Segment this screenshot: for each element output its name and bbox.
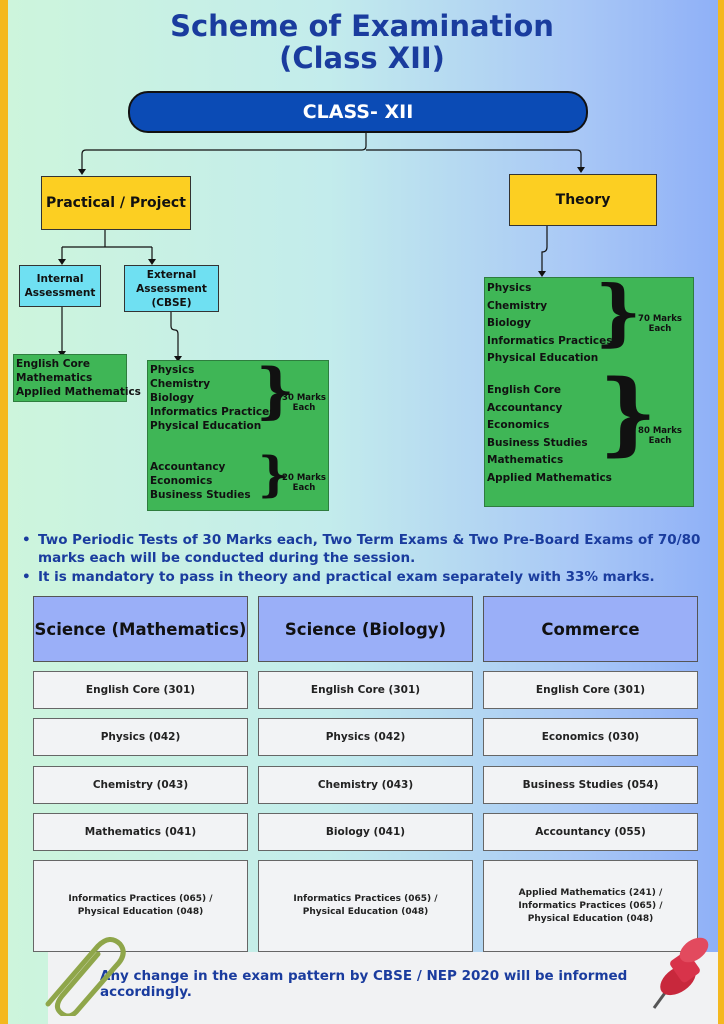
subject-cell: English Core (301) (33, 671, 248, 709)
external-line3: (CBSE) (151, 296, 192, 309)
theory-marks-2: 80 Marks Each (638, 426, 682, 446)
theory-subject: Accountancy (487, 401, 563, 414)
external-line1: External (146, 268, 197, 281)
subject-cell-optional: Informatics Practices (065) / Physical E… (33, 860, 248, 952)
connector-lines (58, 131, 585, 362)
subject-cell: Biology (041) (258, 813, 473, 851)
stream-header-science-math: Science (Mathematics) (33, 596, 248, 662)
theory-subject: Biology (487, 317, 531, 329)
subject-cell: Physics (042) (258, 718, 473, 756)
notes-list: •Two Periodic Tests of 30 Marks each, Tw… (22, 531, 722, 586)
pushpin-icon (652, 937, 709, 1009)
external-subjects-box: Physics Chemistry Biology Informatics Pr… (147, 360, 329, 511)
external-subject: Physics (150, 364, 195, 376)
paperclip-icon (45, 937, 126, 1016)
subject-cell: English Core (301) (258, 671, 473, 709)
theory-subject: English Core (487, 384, 561, 396)
internal-subject: Mathematics (16, 372, 93, 384)
subject-cell: Physics (042) (33, 718, 248, 756)
external-subject: Informatics Practices (150, 406, 276, 418)
external-assessment-box: External Assessment (CBSE) (124, 265, 219, 312)
subject-cell-optional: Applied Mathematics (241) / Informatics … (483, 860, 698, 952)
class-bar: CLASS- XII (128, 91, 588, 133)
page-subtitle: (Class XII) (279, 41, 445, 75)
notice-panel (48, 952, 718, 1024)
external-subject: Business Studies (150, 489, 251, 501)
theory-subject: Physical Education (487, 352, 599, 364)
external-brace-1: } (256, 356, 295, 426)
external-subject: Chemistry (150, 378, 211, 390)
subject-cell: Economics (030) (483, 718, 698, 756)
theory-subject: Chemistry (487, 299, 548, 312)
practical-project-box: Practical / Project (41, 176, 191, 230)
internal-line2: Assessment (24, 287, 96, 299)
theory-brace-2: } (599, 360, 657, 466)
external-marks-1: 30 Marks Each (282, 393, 326, 413)
external-line2: Assessment (136, 282, 207, 295)
stream-header-science-bio: Science (Biology) (258, 596, 473, 662)
external-subject: Biology (150, 392, 194, 404)
external-subject: Physical Education (150, 420, 262, 432)
external-subject: Economics (150, 475, 213, 487)
page-title: Scheme of Examination (170, 9, 554, 43)
theory-subject: Physics (487, 282, 532, 294)
subject-cell: Chemistry (043) (258, 766, 473, 804)
theory-box: Theory (509, 174, 657, 226)
subject-cell: English Core (301) (483, 671, 698, 709)
subject-cell: Mathematics (041) (33, 813, 248, 851)
theory-marks-1: 70 Marks Each (638, 314, 682, 334)
internal-subject: English Core (16, 358, 90, 370)
note-item: •It is mandatory to pass in theory and p… (22, 569, 655, 585)
notice-text: Any change in the exam pattern by CBSE /… (100, 968, 628, 1000)
internal-subject: Applied Mathematics (16, 386, 141, 398)
subject-cell: Chemistry (043) (33, 766, 248, 804)
internal-subjects-box: English Core Mathematics Applied Mathema… (13, 354, 141, 402)
subject-cell: Accountancy (055) (483, 813, 698, 851)
theory-brace-1: } (595, 269, 642, 354)
theory-subjects-box: Physics Chemistry Biology Informatics Pr… (484, 269, 694, 507)
page-background (8, 0, 718, 1024)
external-subject: Accountancy (150, 461, 226, 473)
stream-header-commerce: Commerce (483, 596, 698, 662)
note-item: •Two Periodic Tests of 30 Marks each, Tw… (22, 532, 701, 566)
external-marks-2: 20 Marks Each (282, 473, 326, 493)
internal-assessment-box: Internal Assessment (19, 265, 101, 307)
internal-line1: Internal (36, 273, 84, 285)
theory-subject: Economics (487, 419, 550, 431)
external-brace-2: } (258, 447, 289, 503)
theory-subject: Mathematics (487, 454, 564, 466)
theory-subject: Applied Mathematics (487, 471, 612, 484)
subject-cell: Business Studies (054) (483, 766, 698, 804)
theory-subject: Business Studies (487, 436, 588, 449)
theory-subject: Informatics Practices (487, 334, 613, 347)
subject-cell-optional: Informatics Practices (065) / Physical E… (258, 860, 473, 952)
